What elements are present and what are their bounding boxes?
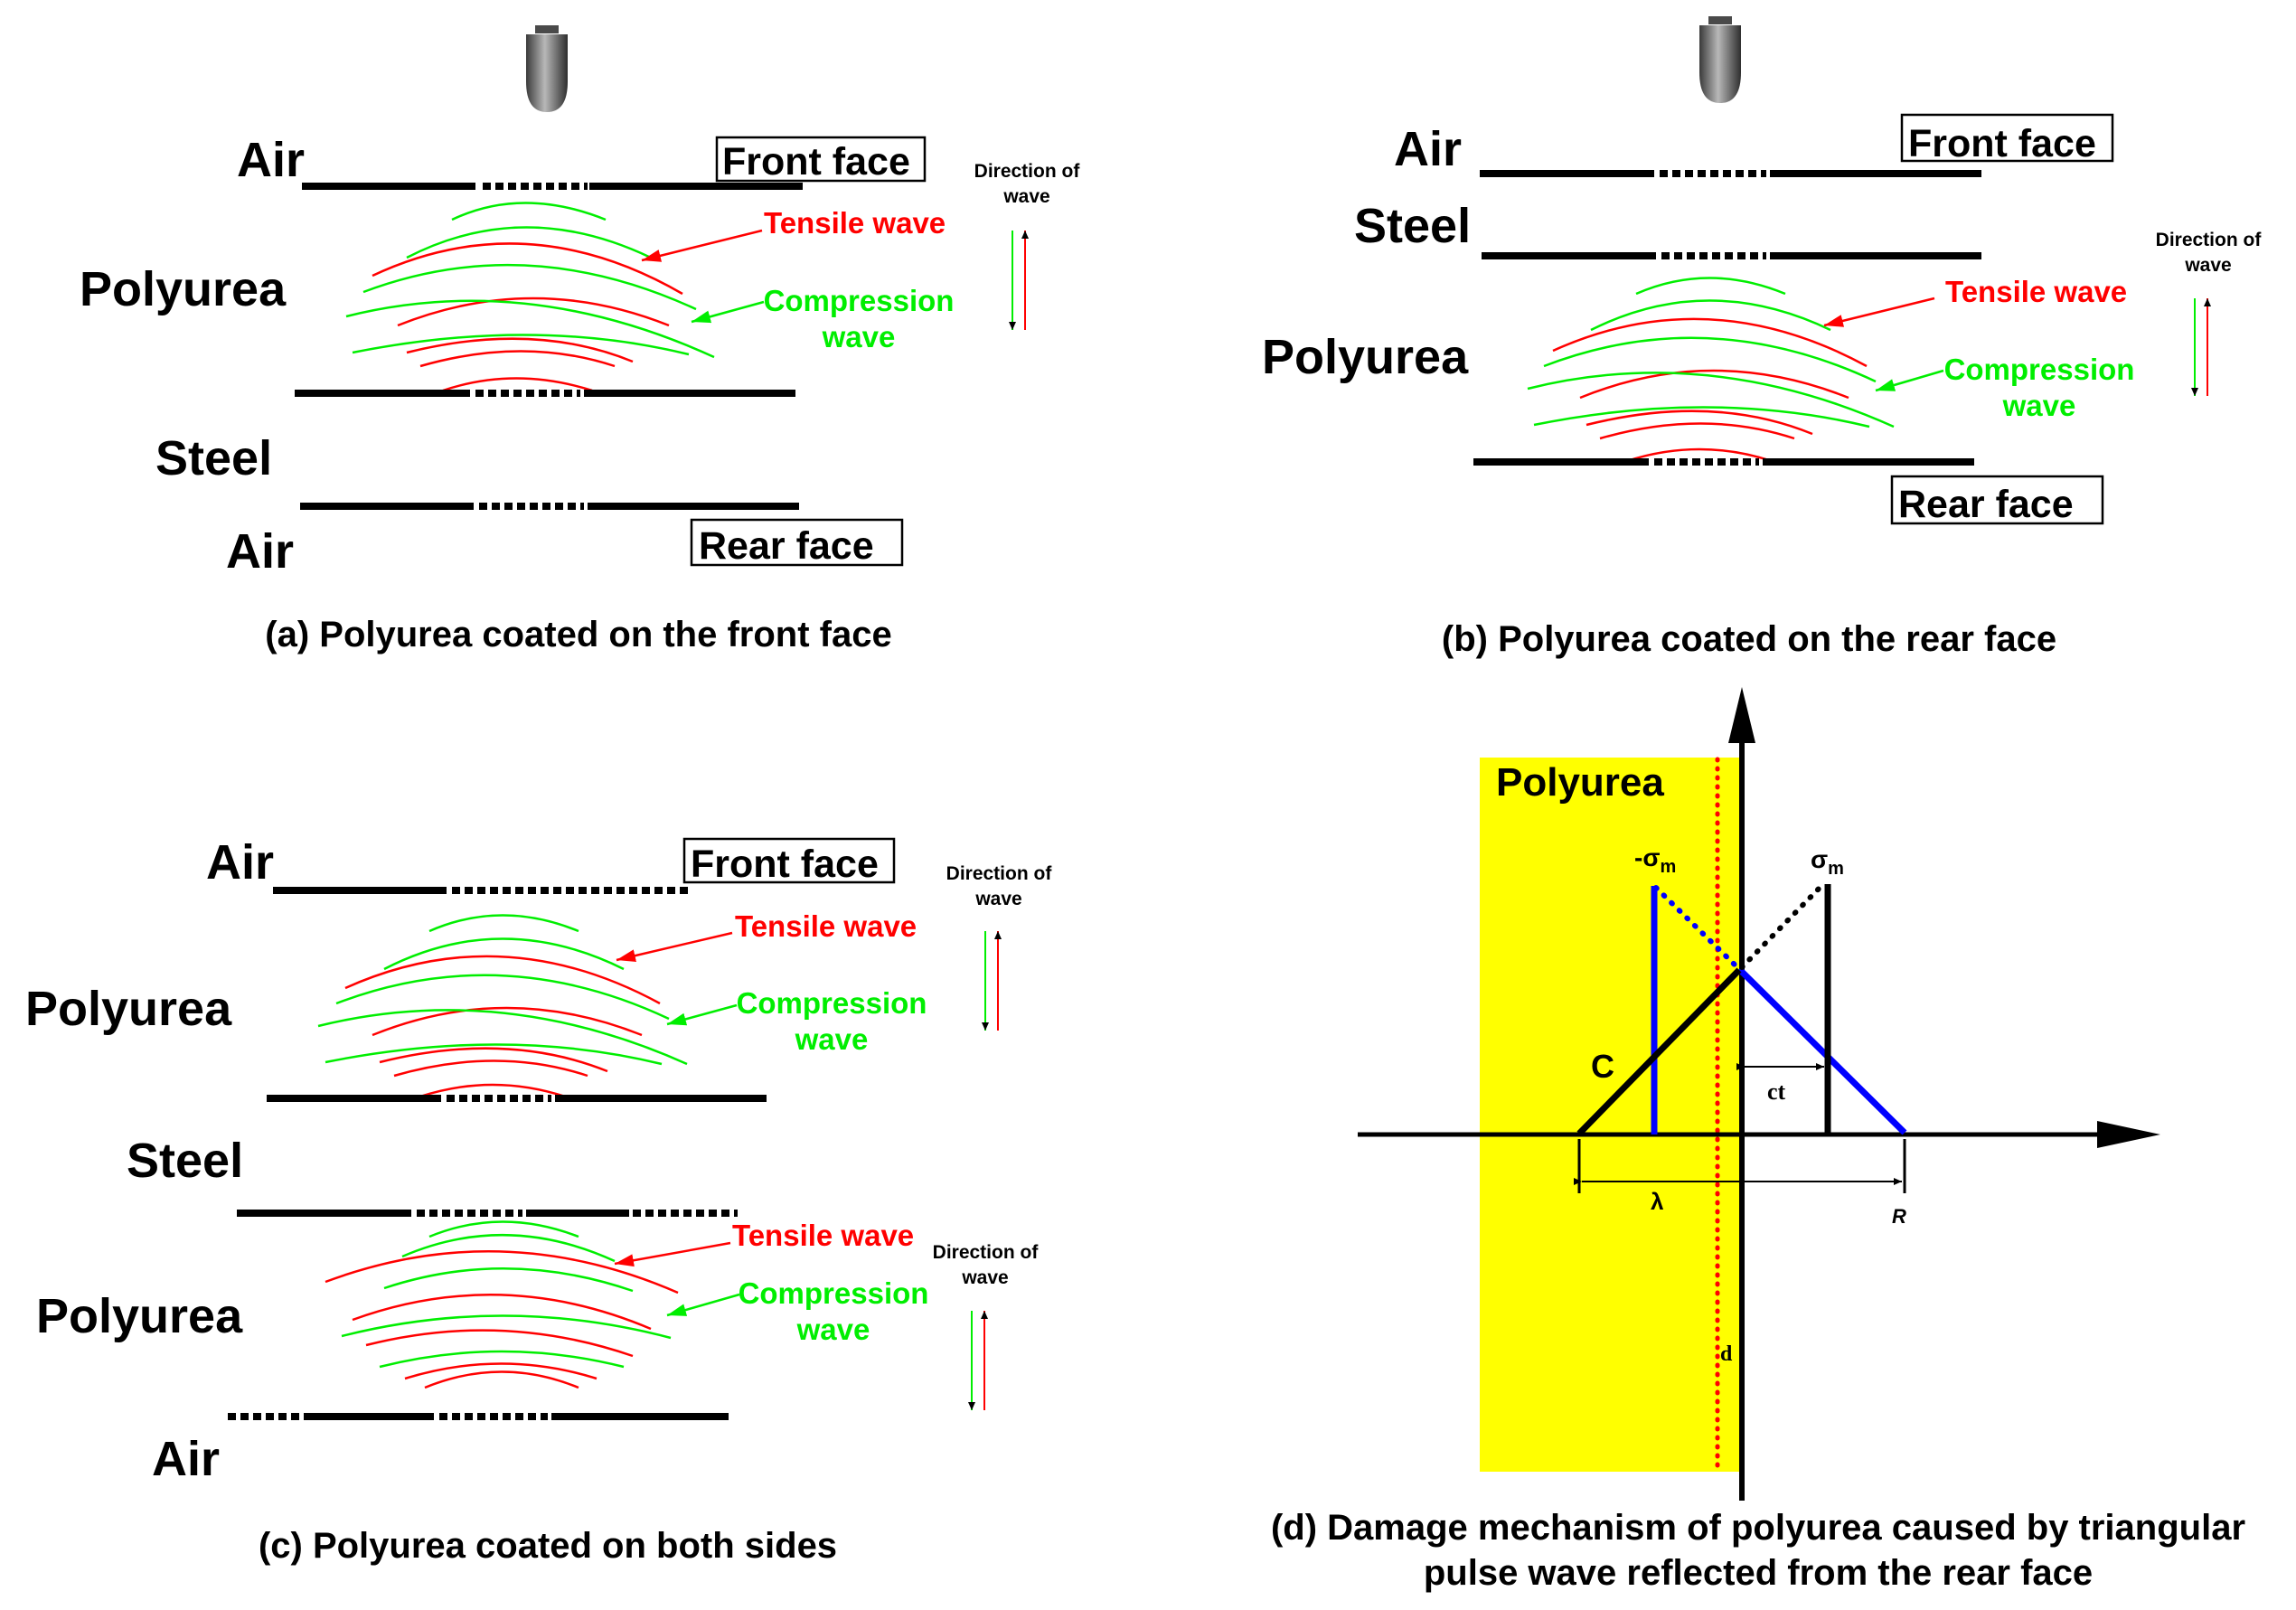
- front-face-label: Front face: [1908, 122, 2096, 165]
- c-label: C: [1591, 1048, 1614, 1085]
- front-face-box: [715, 136, 927, 183]
- compression-line-2: wave: [822, 320, 896, 353]
- sigma-label: σm: [1811, 845, 1844, 879]
- panel-c: Air Front face Polyurea Steel: [25, 835, 1052, 1566]
- panel-b: Air Front face Steel Polyurea: [1262, 16, 2262, 659]
- ct-label: ct: [1767, 1078, 1786, 1105]
- compression-wave-arrow: [691, 300, 765, 324]
- polyurea-label: Polyurea: [80, 262, 287, 316]
- polyurea-layer: [1480, 758, 1742, 1472]
- front-face-label: Front face: [722, 140, 910, 184]
- lambda-label: λ: [1651, 1188, 1664, 1215]
- rear-face-label: Rear face: [699, 524, 874, 568]
- caption-d: (d) Damage mechanism of polyurea caused …: [1271, 1508, 2245, 1593]
- caption-a: (a) Polyurea coated on the front face: [265, 615, 891, 654]
- compression-line-1: Compression: [1944, 353, 2135, 386]
- air-bottom-label: Air: [152, 1432, 220, 1486]
- steel-label: Steel: [127, 1134, 243, 1188]
- tensile-wave-label: Tensile wave: [764, 206, 946, 240]
- tensile-wave-top-label: Tensile wave: [735, 909, 917, 943]
- wavefronts: [1527, 277, 1895, 463]
- reflected-wave-slope: [1736, 966, 1907, 1135]
- direction-line-1: Direction of: [946, 863, 1053, 884]
- panel-d: Polyurea -σm σm C ct λ R d (d) Damage me…: [1271, 687, 2245, 1593]
- neg-sigma-label: -σm: [1634, 843, 1676, 877]
- caption-c: (c) Polyurea coated on both sides: [259, 1526, 837, 1566]
- direction-line-2: wave: [1002, 186, 1049, 207]
- tensile-wave-top-arrow: [616, 931, 733, 963]
- air-bottom-label: Air: [226, 524, 294, 579]
- tensile-wave-arrow: [641, 229, 763, 262]
- lower-wavefronts: [325, 1220, 679, 1389]
- air-label: Air: [1394, 122, 1462, 176]
- compression-wave-bottom-arrow: [666, 1293, 740, 1317]
- caption-b: (b) Polyurea coated on the rear face: [1442, 619, 2056, 659]
- direction-line-2: wave: [974, 889, 1021, 909]
- direction-line-2: wave: [2184, 255, 2231, 276]
- front-face-box: [682, 837, 896, 884]
- reflected-wave-dotted: [1653, 885, 1742, 972]
- steel-label: Steel: [155, 431, 272, 485]
- rear-face-label: Rear face: [1898, 483, 2074, 526]
- tensile-wave-arrow: [1823, 297, 1935, 327]
- rear-face-box: [1890, 475, 2104, 525]
- horizontal-axis-arrowhead: [2097, 1121, 2160, 1148]
- air-top-label: Air: [237, 133, 305, 187]
- d-label: d: [1720, 1342, 1733, 1366]
- air-top-label: Air: [206, 835, 274, 890]
- polyurea-top-label: Polyurea: [25, 982, 232, 1036]
- caption-line-1: (d) Damage mechanism of polyurea caused …: [1271, 1508, 2245, 1548]
- polyurea-bottom-label: Polyurea: [36, 1289, 243, 1343]
- wavefronts: [345, 202, 715, 392]
- panel-a: Air Front face Polyurea Steel: [80, 25, 1080, 654]
- r-label: R: [1892, 1205, 1906, 1228]
- compression-line-2: wave: [795, 1022, 869, 1056]
- tensile-wave-bottom-label: Tensile wave: [732, 1219, 914, 1252]
- upper-wavefronts: [317, 914, 688, 1098]
- front-face-box: [1900, 113, 2114, 163]
- direction-top-label: Direction of wave: [946, 863, 1053, 909]
- compression-line-1: Compression: [739, 1276, 929, 1310]
- vertical-axis-arrowhead: [1728, 687, 1755, 743]
- incident-wave-slope: [1576, 967, 1742, 1136]
- direction-bottom-label: Direction of wave: [933, 1242, 1040, 1288]
- direction-label: Direction of wave: [974, 161, 1081, 207]
- projectile-icon: [526, 25, 568, 112]
- incident-wave-dotted: [1739, 881, 1826, 970]
- polyurea-label: Polyurea: [1262, 330, 1469, 384]
- rear-face-box: [690, 518, 904, 567]
- tensile-wave-label: Tensile wave: [1945, 275, 2127, 308]
- direction-line-1: Direction of: [974, 161, 1081, 182]
- compression-line-2: wave: [796, 1313, 870, 1346]
- compression-wave-top-arrow: [666, 1003, 738, 1026]
- direction-line-1: Direction of: [2156, 230, 2263, 250]
- direction-line-1: Direction of: [933, 1242, 1040, 1263]
- compression-line-1: Compression: [737, 986, 927, 1020]
- caption-line-2: pulse wave reflected from the rear face: [1424, 1553, 2093, 1593]
- steel-label: Steel: [1354, 199, 1471, 253]
- direction-label: Direction of wave: [2156, 230, 2263, 276]
- compression-line-1: Compression: [764, 284, 955, 317]
- compression-wave-arrow: [1875, 369, 1944, 392]
- projectile-icon: [1699, 16, 1741, 103]
- front-face-label: Front face: [691, 843, 879, 886]
- direction-line-2: wave: [961, 1267, 1008, 1288]
- compression-line-2: wave: [2002, 389, 2076, 422]
- polyurea-label: Polyurea: [1496, 760, 1664, 805]
- tensile-wave-bottom-arrow: [614, 1241, 731, 1267]
